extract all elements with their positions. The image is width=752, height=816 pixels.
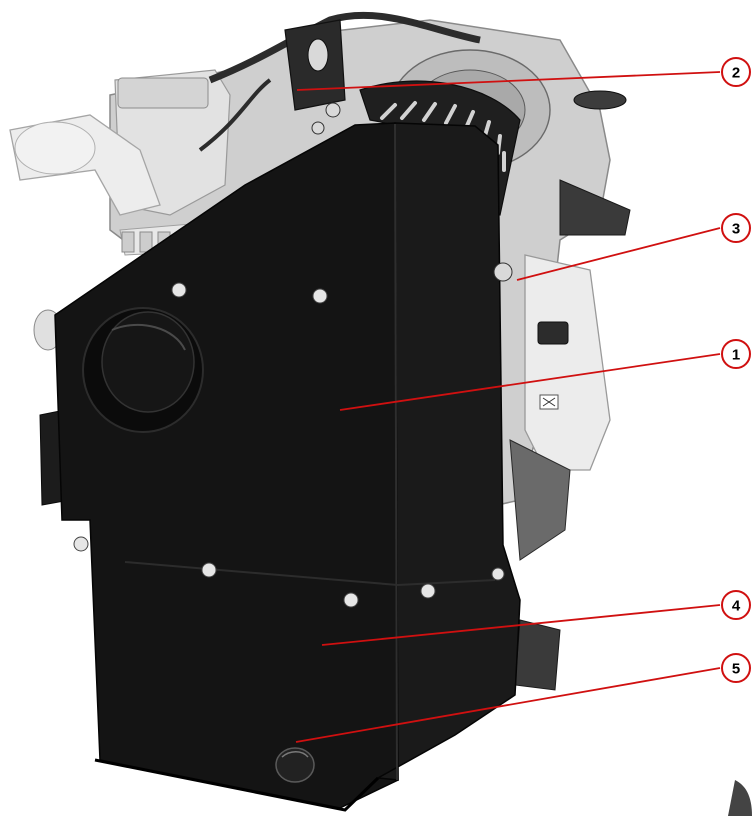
leader-line-5 bbox=[295, 667, 721, 743]
bolt bbox=[201, 562, 217, 578]
bolt bbox=[420, 583, 436, 599]
bolt bbox=[325, 102, 341, 118]
bolt bbox=[73, 536, 89, 552]
leader-line-1 bbox=[339, 353, 721, 411]
callout-3: 3 bbox=[721, 213, 751, 243]
front-cover bbox=[54, 122, 521, 812]
leader-line-4 bbox=[321, 604, 721, 646]
callout-label-2: 2 bbox=[732, 65, 740, 82]
bolt bbox=[343, 592, 359, 608]
callout-2: 2 bbox=[721, 57, 751, 87]
bolt bbox=[171, 282, 187, 298]
leader-line-3 bbox=[516, 227, 721, 281]
callout-leaders bbox=[295, 71, 721, 743]
callouts: 2 3 1 4 5 bbox=[721, 57, 751, 683]
bolt bbox=[493, 262, 513, 282]
callout-label-4: 4 bbox=[732, 598, 741, 615]
callout-4: 4 bbox=[721, 590, 751, 620]
bolt bbox=[491, 567, 505, 581]
callout-label-1: 1 bbox=[732, 347, 740, 364]
leader-line-2 bbox=[296, 71, 721, 91]
callout-label-5: 5 bbox=[732, 661, 740, 678]
bolt bbox=[311, 121, 325, 135]
callout-label-3: 3 bbox=[732, 221, 740, 238]
bolt bbox=[312, 288, 328, 304]
callout-5: 5 bbox=[721, 653, 751, 683]
callout-1: 1 bbox=[721, 339, 751, 369]
cover-bolts bbox=[73, 102, 513, 608]
